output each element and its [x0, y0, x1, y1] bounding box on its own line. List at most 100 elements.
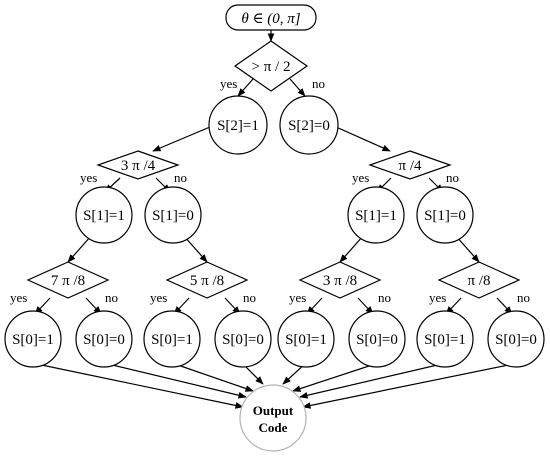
decision-diamond [298, 261, 382, 299]
decision-label: 3 π /4 [121, 158, 156, 174]
state-s0-leaf-2: S[0]=0 [75, 310, 133, 368]
state-s0-leaf-7: S[0]=1 [416, 310, 474, 368]
state-circle [208, 95, 268, 155]
branch-labels: yes no yes no yes no yes no yes no yes n… [10, 76, 530, 305]
state-label: S[0]=0 [356, 332, 398, 348]
state-circle [214, 310, 272, 368]
state-label: S[0]=1 [424, 332, 466, 348]
label-yes: yes [352, 170, 369, 185]
decision-level3-1: 7 π /8 [26, 261, 110, 299]
label-yes: yes [150, 290, 167, 305]
state-label: S[1]=0 [152, 208, 194, 224]
label-yes: yes [10, 290, 27, 305]
state-s0-leaf-3: S[0]=1 [143, 310, 201, 368]
state-circle [279, 95, 339, 155]
output-label-line1: Output [253, 403, 294, 418]
decision-diamond [368, 150, 452, 180]
label-yes: yes [80, 170, 97, 185]
output-circle [239, 384, 307, 452]
state-circle [143, 310, 201, 368]
decision-label: 7 π /8 [51, 273, 85, 289]
decision-label: π /4 [399, 158, 422, 174]
state-s1-1-right: S[1]=1 [347, 186, 405, 244]
edge-s21-d2l [152, 126, 211, 152]
decision-level2-right: π /4 [368, 150, 452, 180]
decision-level2-left: 3 π /4 [96, 150, 180, 180]
label-no: no [312, 76, 325, 91]
state-label: S[2]=0 [288, 118, 330, 134]
label-yes: yes [220, 76, 237, 91]
state-s1-1-left: S[1]=1 [75, 186, 133, 244]
edge-s10b-d34 [455, 235, 480, 263]
state-circle [75, 186, 133, 244]
state-circle [416, 310, 474, 368]
edge-root-yes [237, 78, 254, 97]
label-no: no [446, 170, 459, 185]
edge-leaf3-output [171, 362, 254, 392]
output-node: Output Code [239, 384, 307, 452]
state-s2-1: S[2]=1 [208, 95, 268, 155]
edge-s11b-d33 [339, 235, 364, 263]
state-s0-leaf-5: S[0]=1 [277, 310, 335, 368]
label-no: no [517, 290, 530, 305]
state-label: S[0]=0 [222, 332, 264, 348]
start-label: θ ∈ (0, π] [241, 11, 300, 27]
state-circle [75, 310, 133, 368]
edge-s11a-d31 [67, 235, 92, 263]
state-circle [348, 310, 406, 368]
state-s1-0-left: S[1]=0 [144, 186, 202, 244]
decision-level3-3: 3 π /8 [298, 261, 382, 299]
state-label: S[0]=1 [151, 332, 193, 348]
decision-label: 3 π /8 [323, 273, 357, 289]
state-label: S[2]=1 [217, 118, 259, 134]
state-s1-0-right: S[1]=0 [416, 186, 474, 244]
state-circle [487, 310, 545, 368]
label-yes: yes [289, 290, 306, 305]
state-circle [347, 186, 405, 244]
decision-diamond [26, 261, 110, 299]
state-label: S[1]=1 [83, 208, 125, 224]
state-s2-0: S[2]=0 [279, 95, 339, 155]
decision-level3-4: π /8 [437, 261, 521, 299]
state-circle [416, 186, 474, 244]
state-s0-leaf-1: S[0]=1 [4, 310, 62, 368]
state-label: S[0]=1 [285, 332, 327, 348]
edge-leaf1-output [31, 362, 244, 409]
edge-leaf7-output [299, 362, 447, 399]
output-label-line2: Code [259, 420, 288, 435]
decision-root: > π / 2 [233, 40, 309, 92]
start-node: θ ∈ (0, π] [225, 4, 317, 31]
decision-diamond [165, 261, 249, 299]
label-yes: yes [429, 290, 446, 305]
decision-diamond [96, 150, 180, 180]
state-circle [144, 186, 202, 244]
edge-leaf2-output [103, 362, 247, 399]
label-no: no [105, 290, 118, 305]
state-circle [4, 310, 62, 368]
decision-label: > π / 2 [252, 59, 291, 75]
label-no: no [174, 170, 187, 185]
state-label: S[0]=1 [12, 332, 54, 348]
label-no: no [243, 290, 256, 305]
decision-level3-2: 5 π /8 [165, 261, 249, 299]
state-circle [277, 310, 335, 368]
decision-label: π /8 [468, 273, 491, 289]
decision-diamond [437, 261, 521, 299]
edge-root-no [289, 78, 306, 97]
state-label: S[1]=0 [424, 208, 466, 224]
state-s0-leaf-4: S[0]=0 [214, 310, 272, 368]
edge-leaf8-output [302, 362, 519, 409]
state-label: S[0]=0 [83, 332, 125, 348]
state-s0-leaf-8: S[0]=0 [487, 310, 545, 368]
decision-diamond [233, 40, 309, 92]
label-no: no [378, 290, 391, 305]
decision-label: 5 π /8 [190, 273, 224, 289]
start-terminator [225, 4, 317, 31]
state-label: S[1]=1 [355, 208, 397, 224]
state-label: S[0]=0 [495, 332, 537, 348]
edge-s10a-d32 [183, 235, 208, 263]
state-s0-leaf-6: S[0]=0 [348, 310, 406, 368]
edge-leaf6-output [292, 362, 379, 392]
edge-s20-d2r [335, 126, 391, 152]
